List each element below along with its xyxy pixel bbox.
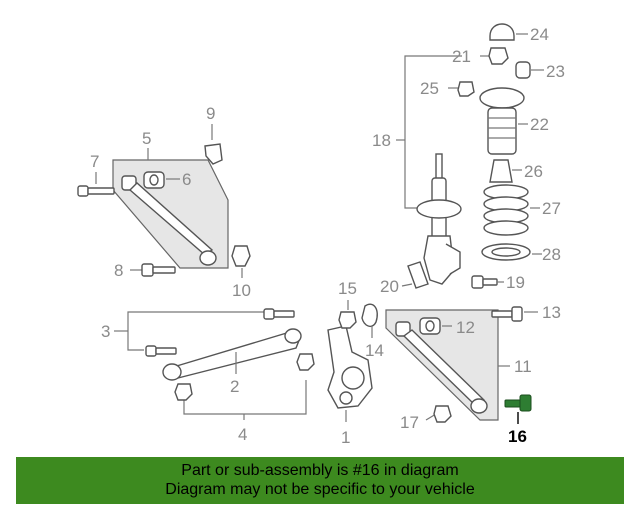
part-15-nut[interactable] [338,300,357,329]
part-16-bolt[interactable] [504,394,532,424]
part-23-bushing[interactable] [515,61,544,79]
part-3-bolt-top[interactable] [263,308,295,320]
part-10-nut[interactable] [231,245,251,278]
part-21-nut[interactable] [480,47,509,65]
part-4-nut-left[interactable] [174,383,193,401]
callout-5: 5 [142,129,151,148]
callout-6: 6 [182,170,191,189]
part-14-shield[interactable] [361,303,378,338]
callout-2: 2 [230,377,239,396]
callout-4: 4 [238,425,247,444]
callout-13: 13 [542,303,561,322]
part-26-bumper[interactable] [489,159,522,183]
callout-9: 9 [206,104,215,123]
callout-27: 27 [542,199,561,218]
callout-23: 23 [546,62,565,81]
part-2-lower-control-arm[interactable] [162,328,302,381]
part-4-nut-right[interactable] [296,353,315,371]
callout-26: 26 [524,162,543,181]
part-19-bolt[interactable] [471,275,504,289]
banner-line-2: Diagram may not be specific to your vehi… [165,481,475,498]
part-3-leader [114,311,266,351]
callout-15: 15 [338,279,357,298]
callout-1: 1 [341,428,350,447]
part-22-mount[interactable] [479,87,528,155]
callout-10: 10 [232,281,251,300]
callout-11: 11 [514,357,532,376]
callout-25: 25 [420,79,439,98]
banner-line-1: Part or sub-assembly is #16 in diagram [181,462,459,479]
part-24-cap[interactable] [489,23,528,41]
part-17-nut[interactable] [425,405,452,423]
callout-12: 12 [456,318,475,337]
callout-18: 18 [372,131,391,150]
callout-22: 22 [530,115,549,134]
part-5-upper-arm-assembly[interactable] [112,148,229,269]
info-banner: Part or sub-assembly is #16 in diagram D… [16,457,624,504]
callout-8: 8 [114,261,123,280]
callout-21: 21 [452,47,471,66]
callout-17: 17 [400,413,419,432]
part-9-bracket[interactable] [204,124,223,165]
part-13-bolt[interactable] [491,306,538,322]
part-6-bushing[interactable] [143,171,180,189]
callout-3: 3 [101,322,110,341]
part-7-bolt[interactable] [77,172,115,197]
part-12-bushing[interactable] [419,317,452,335]
suspension-parts-diagram: 1 2 3 4 5 6 7 8 9 10 11 12 13 14 15 16 1… [77,23,565,447]
part-4-leader [183,380,307,420]
callout-14: 14 [365,341,384,360]
part-18-leader [396,55,462,209]
callout-20: 20 [380,277,399,296]
part-3-bolt-left[interactable] [145,345,177,357]
callout-28: 28 [542,245,561,264]
callout-16: 16 [508,427,527,446]
part-27-coil-spring[interactable] [483,184,540,236]
callout-19: 19 [506,273,525,292]
part-25-nut[interactable] [448,81,475,97]
part-20-bracket[interactable] [401,261,429,289]
callout-7: 7 [90,152,99,171]
callout-24: 24 [530,25,549,44]
part-8-bolt[interactable] [130,263,176,277]
part-1-steering-knuckle[interactable] [327,325,373,422]
part-11-lower-arm-assembly[interactable] [385,309,510,421]
part-18-strut[interactable] [416,153,462,285]
part-28-spring-seat[interactable] [481,243,542,261]
